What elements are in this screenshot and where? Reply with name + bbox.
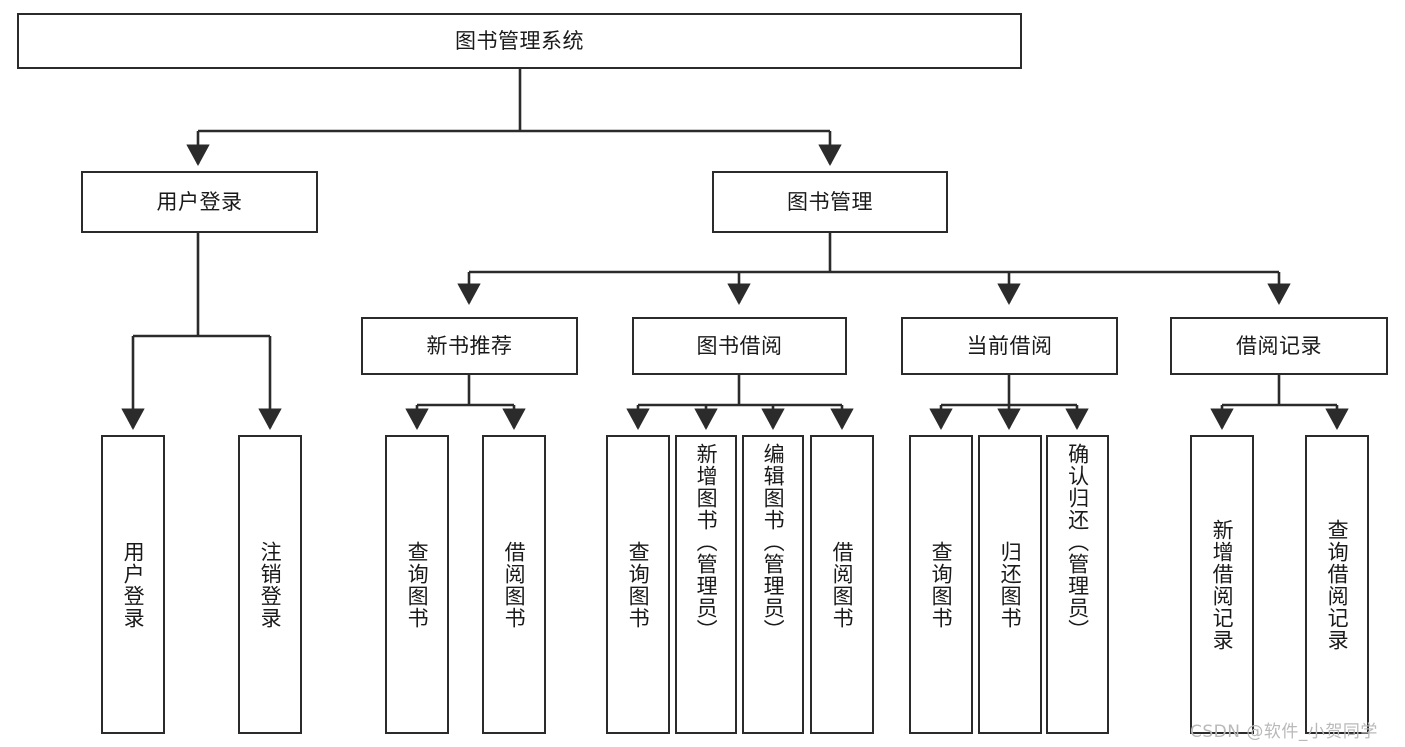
node-label: 图书管理系统 [455, 28, 584, 53]
leaf-add-borrow-record[interactable]: 新增借阅记录 [1190, 435, 1254, 734]
node-label: 借阅图书 [830, 540, 855, 629]
node-label: 查询图书 [626, 540, 651, 629]
node-label: 用户登录 [121, 540, 146, 629]
node-book-management[interactable]: 图书管理 [712, 171, 948, 233]
leaf-edit-book-admin[interactable]: 编辑图书（管理员） [742, 435, 804, 734]
leaf-borrow-book-recommend[interactable]: 借阅图书 [482, 435, 546, 734]
node-label: 图书借阅 [696, 333, 783, 358]
node-label: 查询图书 [405, 540, 430, 629]
leaf-query-book-recommend[interactable]: 查询图书 [385, 435, 449, 734]
leaf-logout[interactable]: 注销登录 [238, 435, 302, 734]
node-label: 用户登录 [156, 189, 243, 214]
node-label: 新增借阅记录 [1210, 518, 1235, 651]
node-book-borrow[interactable]: 图书借阅 [632, 317, 847, 375]
node-label: 图书管理 [787, 189, 873, 214]
node-label: 查询图书 [929, 540, 954, 629]
node-label: 注销登录 [258, 540, 283, 629]
node-user-login[interactable]: 用户登录 [81, 171, 318, 233]
node-root-system[interactable]: 图书管理系统 [17, 13, 1022, 69]
csdn-watermark: CSDN @软件_小贺同学 [1190, 722, 1378, 742]
leaf-query-book-borrow[interactable]: 查询图书 [606, 435, 670, 734]
leaf-query-book-current[interactable]: 查询图书 [909, 435, 973, 734]
leaf-return-book[interactable]: 归还图书 [978, 435, 1042, 734]
node-label: 当前借阅 [966, 333, 1053, 358]
leaf-confirm-return-admin[interactable]: 确认归还（管理员） [1046, 435, 1109, 734]
node-label: 借阅图书 [502, 540, 527, 629]
node-borrow-record[interactable]: 借阅记录 [1170, 317, 1388, 375]
leaf-borrow-book[interactable]: 借阅图书 [810, 435, 874, 734]
node-new-book-recommend[interactable]: 新书推荐 [361, 317, 578, 375]
node-label: 确认归还（管理员） [1065, 443, 1090, 641]
node-label: 新书推荐 [426, 333, 513, 358]
leaf-user-login[interactable]: 用户登录 [101, 435, 165, 734]
leaf-add-book-admin[interactable]: 新增图书（管理员） [675, 435, 737, 734]
node-label: 编辑图书（管理员） [761, 443, 786, 641]
leaf-query-borrow-record[interactable]: 查询借阅记录 [1305, 435, 1369, 734]
node-current-borrow[interactable]: 当前借阅 [901, 317, 1118, 375]
node-label: 归还图书 [998, 540, 1023, 629]
node-label: 借阅记录 [1236, 333, 1322, 358]
node-label: 查询借阅记录 [1325, 518, 1350, 651]
node-label: 新增图书（管理员） [694, 443, 719, 641]
